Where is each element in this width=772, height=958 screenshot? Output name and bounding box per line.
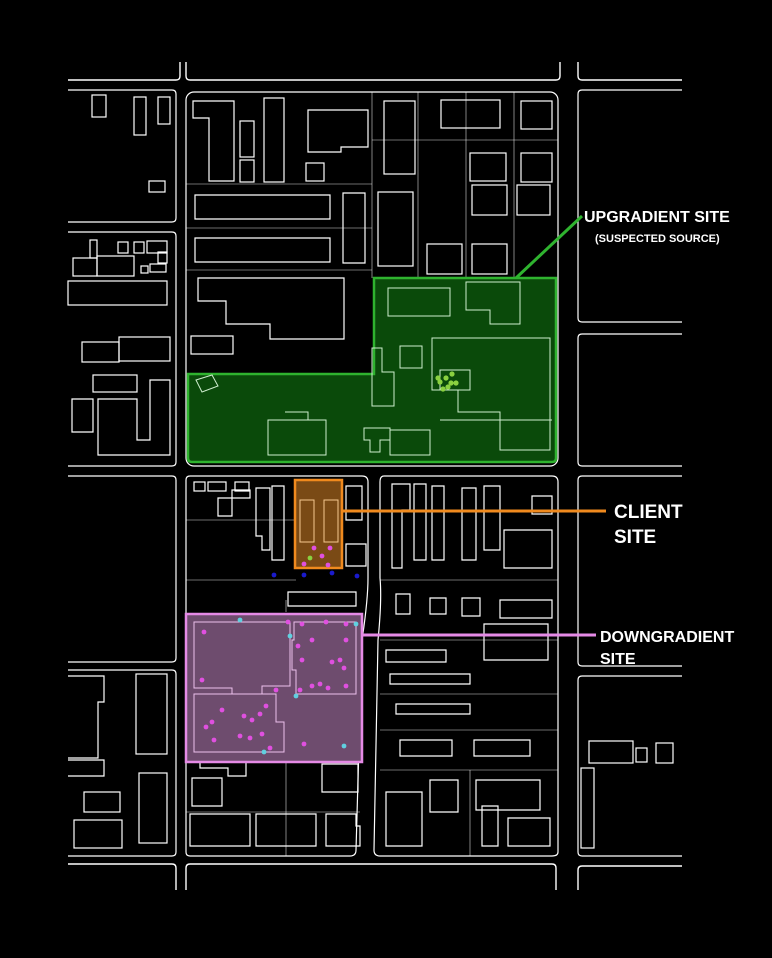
sample-points bbox=[199, 371, 459, 755]
street-network bbox=[68, 62, 682, 890]
buildings-north-block bbox=[186, 92, 558, 355]
upgradient-site-sublabel: (SUSPECTED SOURCE) bbox=[595, 233, 720, 245]
client-site-label-line1: CLIENT bbox=[614, 502, 683, 523]
client-sample-points bbox=[301, 545, 333, 568]
labels: UPGRADIENT SITE (SUSPECTED SOURCE) CLIEN… bbox=[584, 209, 734, 668]
client-site-label-line2: SITE bbox=[614, 527, 656, 548]
upgradient-site-label: UPGRADIENT SITE bbox=[584, 209, 730, 226]
buildings-west bbox=[67, 94, 171, 849]
downgradient-cyan-points bbox=[237, 617, 359, 755]
buildings-east bbox=[580, 740, 674, 849]
upgradient-site bbox=[186, 276, 558, 464]
downgradient-sample-points bbox=[199, 619, 349, 751]
leader-lines bbox=[342, 214, 606, 637]
upgradient-leader-line bbox=[514, 214, 584, 280]
downgradient-site-label-line1: DOWNGRADIENT bbox=[600, 629, 734, 646]
street-sample-points bbox=[271, 570, 360, 579]
upgradient-site-boundary bbox=[186, 276, 558, 464]
buildings-southeast-block bbox=[380, 483, 558, 856]
client-site bbox=[293, 478, 344, 570]
downgradient-site-boundary bbox=[184, 612, 364, 764]
downgradient-site bbox=[184, 612, 364, 764]
downgradient-site-label-line2: SITE bbox=[600, 651, 636, 668]
upgradient-sample-points bbox=[435, 371, 459, 392]
client-site-boundary bbox=[293, 478, 344, 570]
